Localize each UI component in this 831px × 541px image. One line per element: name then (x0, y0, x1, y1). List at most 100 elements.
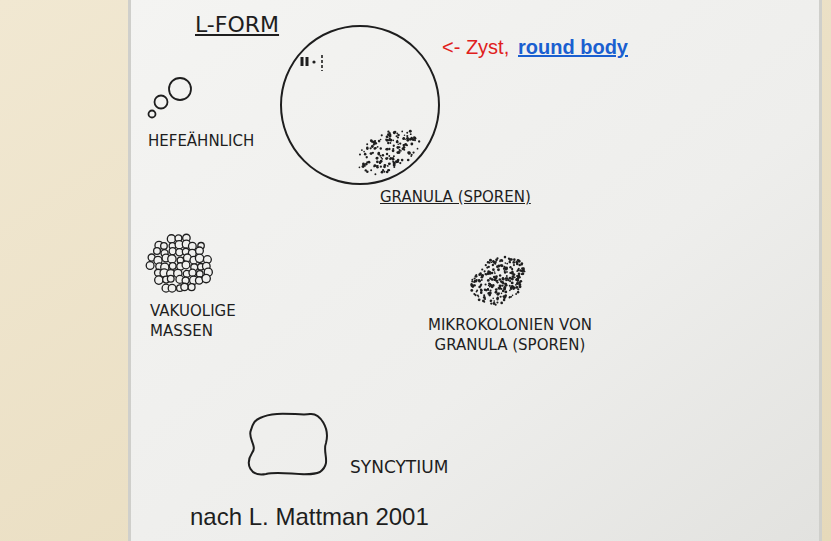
granule-dot (500, 296, 502, 298)
granule-dot (509, 290, 511, 292)
granule-dot (365, 169, 367, 171)
form-label: VAKUOLIGE MASSEN (145, 302, 265, 341)
granule-dot (487, 270, 490, 273)
granule-dot (518, 264, 521, 267)
granule-dot (518, 268, 520, 270)
granule-dot (505, 267, 508, 270)
granule-dot (385, 157, 388, 160)
granule-dot (491, 261, 493, 263)
vacuole (161, 243, 168, 250)
granule-dot (399, 146, 401, 148)
granule-dot (406, 137, 409, 140)
granule-dot (483, 296, 486, 299)
granule-dot (492, 278, 494, 280)
granule-dot (496, 297, 499, 300)
annotation-link: round body (518, 36, 628, 59)
granule-dot (397, 151, 400, 154)
granule-dot (489, 277, 492, 280)
granule-dot (513, 264, 515, 266)
granule-dot (402, 138, 404, 140)
granule-dot (509, 296, 511, 298)
granule-dot (519, 269, 522, 272)
granule-dot (487, 288, 489, 290)
granule-dot (509, 297, 511, 299)
granule-dot (484, 298, 486, 300)
granule-dot (373, 164, 376, 167)
granule-dot (488, 283, 490, 285)
granule-dot (382, 169, 384, 171)
vacuole (182, 261, 190, 269)
granule-dot (379, 162, 381, 164)
granule-dot (406, 144, 408, 146)
granule-dot (361, 149, 363, 151)
granule-dot (372, 152, 374, 154)
granule-dot (470, 289, 473, 292)
granule-dot (480, 292, 483, 295)
shape-outline (140, 74, 200, 132)
granule-dot (512, 295, 514, 297)
granule-dot (410, 155, 412, 157)
photo-edge (128, 0, 131, 541)
inner-mark (306, 57, 309, 66)
granule-dot (370, 147, 372, 149)
granule-dot (509, 285, 511, 287)
granule-dot (414, 139, 416, 141)
granule-dot (471, 285, 474, 288)
granule-dot (359, 153, 361, 155)
granule-dot (362, 165, 365, 168)
granule-dot (373, 141, 375, 143)
vacuole (189, 269, 196, 276)
granule-dot (501, 260, 503, 262)
granule-dot (503, 283, 505, 285)
granule-dot (496, 298, 498, 300)
granule-dot (373, 166, 375, 168)
granule-dot (519, 285, 522, 288)
granule-dot (379, 161, 381, 163)
granule-dot (511, 268, 513, 270)
granule-dot (387, 136, 389, 138)
granule-dot (489, 289, 491, 291)
caption: nach L. Mattman 2001 (190, 503, 429, 531)
vacuole (168, 284, 176, 292)
granule-dot (506, 263, 508, 265)
granule-dot (516, 279, 519, 282)
granule-dot (379, 161, 382, 164)
granule-dot (483, 301, 485, 303)
granule-dot (401, 159, 404, 162)
vacuole (146, 262, 154, 270)
granule-dot (412, 151, 414, 153)
granule-dot (388, 148, 390, 150)
granule-dot (393, 155, 395, 157)
granule-dot (476, 291, 478, 293)
granule-dot (485, 264, 487, 266)
granule-dot (495, 259, 498, 262)
granule-dot (497, 268, 500, 271)
vacuole (195, 254, 203, 262)
granule-dot (498, 287, 501, 290)
granule-dot (517, 291, 519, 293)
granule-dot (387, 142, 389, 144)
granule-dot (368, 161, 371, 164)
granule-dot (480, 285, 482, 287)
granule-dot (517, 291, 519, 293)
granule-dot (487, 279, 490, 282)
granule-dot (475, 280, 478, 283)
granule-dot (471, 280, 473, 282)
granule-dot (396, 140, 399, 143)
granule-dot (407, 159, 410, 162)
granule-dot (509, 280, 511, 282)
granule-dot (479, 272, 481, 274)
granule-dot (478, 279, 481, 282)
granule-dot (490, 300, 492, 302)
vacuolic-mass: VAKUOLIGE MASSEN (145, 232, 265, 341)
granule-dot (497, 296, 499, 298)
granule-dot (485, 290, 487, 292)
form-label: SYNCYTIUM (340, 456, 448, 480)
vacuole (188, 284, 195, 291)
granule-dot (366, 147, 369, 150)
granule-dot (503, 299, 506, 302)
granule-dot (492, 264, 494, 266)
granule-dot (374, 140, 376, 142)
granule-dot (359, 167, 361, 169)
